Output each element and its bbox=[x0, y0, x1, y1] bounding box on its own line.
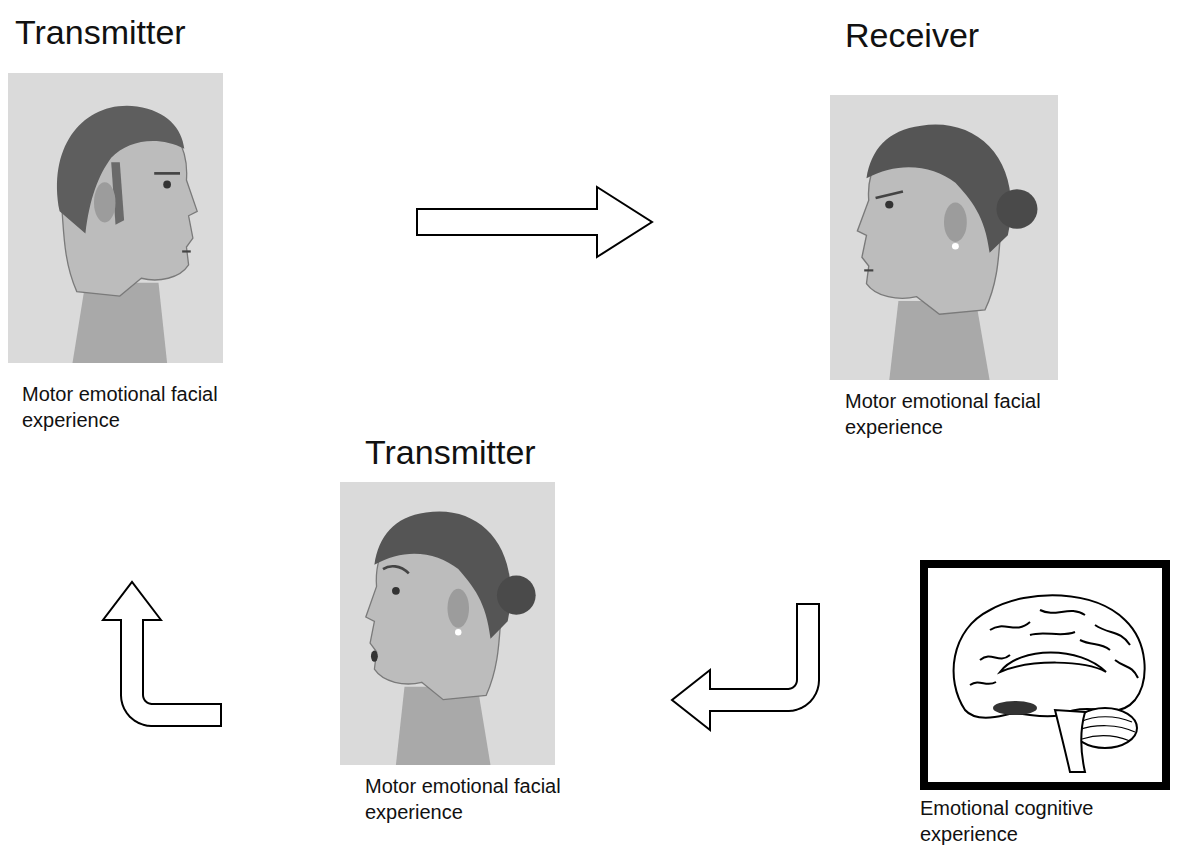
arrow-body-fill bbox=[418, 210, 600, 234]
ear bbox=[944, 202, 967, 241]
role-heading: Receiver bbox=[830, 15, 1130, 55]
hair bbox=[866, 125, 1011, 253]
block-arrow bbox=[103, 582, 222, 715]
eyebrow bbox=[154, 172, 180, 175]
eyebrow bbox=[876, 191, 903, 198]
mouth bbox=[182, 250, 191, 252]
face-photo-panel: ReceiverMotor emotional facial experienc… bbox=[830, 15, 1130, 440]
hair-bun bbox=[996, 189, 1037, 228]
brain-drawing bbox=[954, 595, 1145, 772]
brain-illustration bbox=[920, 560, 1170, 790]
earring bbox=[455, 629, 461, 636]
eye bbox=[163, 181, 171, 189]
face-photo bbox=[8, 73, 223, 363]
eye bbox=[392, 587, 400, 595]
brain-fold bbox=[1040, 610, 1085, 615]
role-heading: Transmitter bbox=[340, 432, 610, 472]
photo-background bbox=[830, 95, 1058, 380]
photo-background bbox=[8, 73, 223, 363]
hair-bun bbox=[497, 576, 536, 615]
face-photo-panel: TransmitterMotor emotional facial experi… bbox=[8, 12, 278, 433]
hair bbox=[57, 106, 184, 234]
arrow-head bbox=[103, 582, 161, 620]
eyebrow bbox=[383, 566, 409, 573]
brain-frame bbox=[924, 564, 1166, 786]
face-photo bbox=[830, 95, 1058, 380]
cerebellum-fold bbox=[1078, 726, 1135, 732]
photo-background bbox=[340, 482, 555, 765]
face-photo-panel: TransmitterMotor emotional facial experi… bbox=[340, 432, 610, 825]
brain-fold bbox=[970, 682, 996, 685]
eye bbox=[885, 201, 893, 209]
experience-caption: Motor emotional facial experience bbox=[8, 381, 278, 433]
corpus-callosum bbox=[1000, 653, 1106, 673]
temporal-shade bbox=[993, 701, 1037, 715]
cerebellum-fold bbox=[1082, 736, 1130, 741]
ear bbox=[448, 589, 470, 628]
face-profile bbox=[857, 125, 1037, 380]
open-mouth bbox=[371, 650, 378, 661]
arrow-body-outline bbox=[132, 620, 222, 715]
arrow-head bbox=[672, 670, 710, 730]
brain-fold bbox=[990, 622, 1030, 630]
arrow-body-fill bbox=[132, 617, 220, 715]
brain-fold bbox=[980, 655, 1010, 660]
cerebrum bbox=[954, 595, 1145, 717]
face-profile bbox=[366, 511, 536, 765]
experience-caption: Motor emotional facial experience bbox=[340, 773, 610, 825]
face-profile bbox=[57, 106, 197, 363]
brain-fold bbox=[1115, 660, 1138, 678]
brainstem bbox=[1055, 710, 1085, 772]
brain-fold bbox=[1030, 632, 1075, 635]
experience-caption: Motor emotional facial experience bbox=[830, 388, 1130, 440]
ear bbox=[94, 182, 116, 222]
hair bbox=[374, 511, 510, 638]
face-photo bbox=[340, 482, 555, 765]
brain-panel: Emotional cognitive experience bbox=[920, 560, 1174, 847]
experience-caption: Emotional cognitive experience bbox=[920, 795, 1174, 847]
arrow-body-fill bbox=[707, 605, 808, 700]
mouth bbox=[864, 269, 873, 271]
arrow-body-outline bbox=[710, 603, 808, 700]
brain-fold bbox=[1080, 640, 1110, 650]
block-arrow bbox=[416, 187, 652, 257]
arrow-head bbox=[597, 187, 652, 257]
block-arrow bbox=[672, 603, 808, 730]
role-heading: Transmitter bbox=[8, 12, 278, 52]
brain-fold bbox=[1095, 625, 1130, 645]
cerebellum-fold bbox=[1080, 717, 1132, 722]
earring bbox=[952, 243, 959, 250]
